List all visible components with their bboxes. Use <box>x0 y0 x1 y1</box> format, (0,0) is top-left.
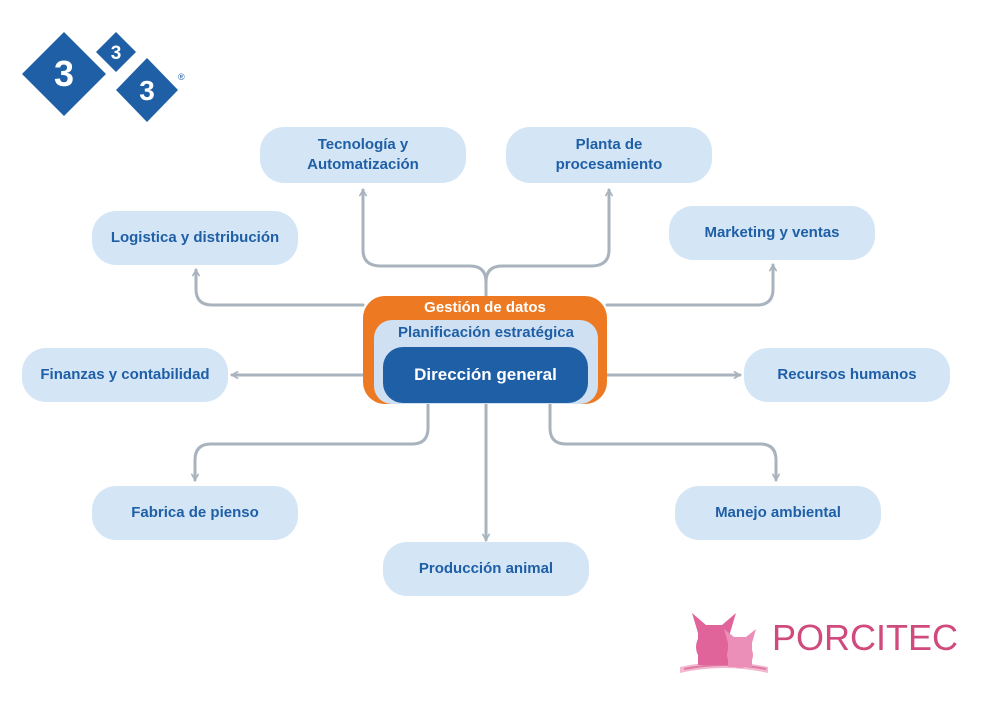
edge-fabrica <box>191 402 430 482</box>
node-marketing: Marketing y ventas <box>669 206 875 260</box>
porcitec-wordmark: PORCITEC <box>772 617 959 658</box>
logo-digit-small: 3 <box>111 43 122 64</box>
logo-diamond-small <box>96 32 136 72</box>
logo-digit-medium: 3 <box>139 75 155 106</box>
edge-planta <box>484 188 613 284</box>
pigs-icon <box>680 613 768 673</box>
edge-tecnologia <box>359 188 488 298</box>
node-fabrica: Fabrica de pienso <box>92 486 298 540</box>
logo-digit-large: 3 <box>54 53 74 94</box>
logo-registered-mark: ® <box>178 72 185 82</box>
core-direccion-label: Dirección general <box>414 365 557 384</box>
brand-333-logo: 3 3 3 ® <box>22 32 185 122</box>
node-tecnologia: Tecnología y Automatización <box>260 127 466 183</box>
node-recursos: Recursos humanos <box>744 348 950 402</box>
edge-logistica <box>192 268 365 307</box>
edge-manejo <box>548 402 780 482</box>
node-logistica: Logistica y distribución <box>92 211 298 265</box>
edge-marketing <box>605 263 777 307</box>
core-direccion-general: Dirección general <box>383 347 588 403</box>
core-gestion-datos-label: Gestión de datos <box>424 299 546 316</box>
logo-diamond-large <box>22 32 106 116</box>
logo-diamond-medium <box>116 58 178 122</box>
core-planificacion-label: Planificación estratégica <box>398 324 574 341</box>
node-produccion: Producción animal <box>383 542 589 596</box>
node-finanzas: Finanzas y contabilidad <box>22 348 228 402</box>
node-manejo: Manejo ambiental <box>675 486 881 540</box>
node-planta: Planta de procesamiento <box>506 127 712 183</box>
